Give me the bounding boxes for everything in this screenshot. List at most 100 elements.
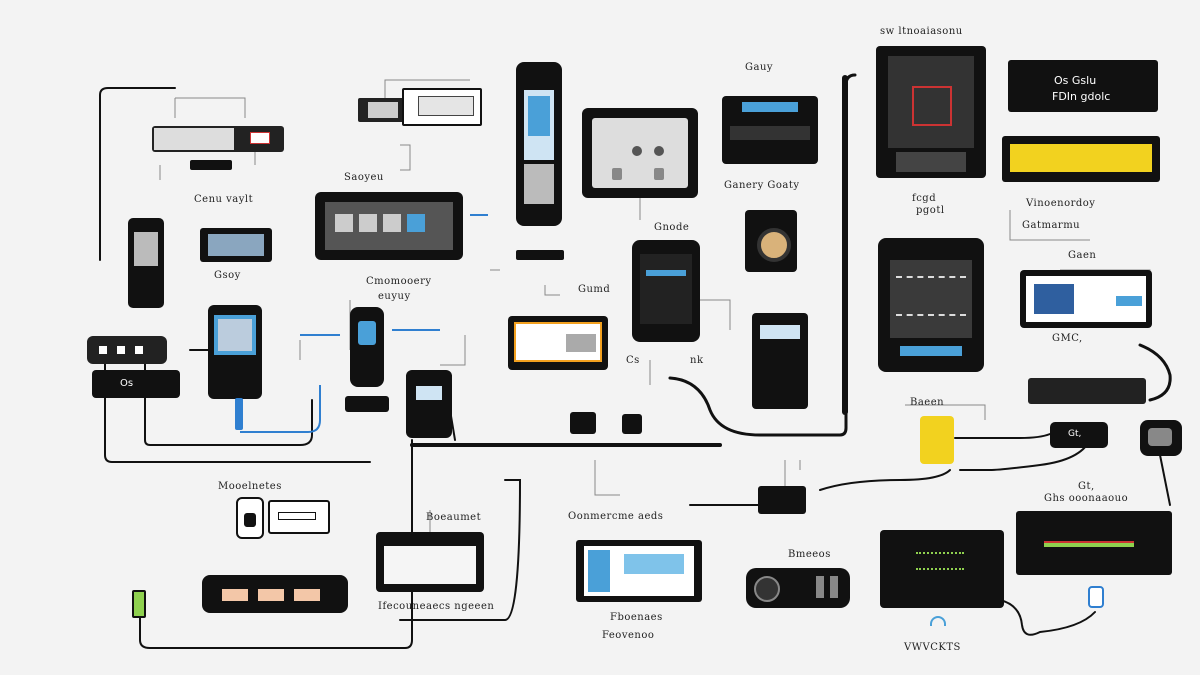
screen-strip — [646, 270, 686, 276]
usb-drive — [236, 497, 264, 539]
rugged-tablet — [878, 238, 984, 372]
label-gnode: Gnode — [654, 222, 690, 233]
leader-line — [905, 404, 986, 420]
button-icon — [610, 146, 620, 156]
app-icon — [359, 214, 377, 232]
leader-line — [544, 285, 560, 296]
printer-tray — [742, 102, 798, 112]
wire — [959, 439, 1091, 471]
label-mooelnetes: Mooelnetes — [218, 481, 282, 492]
screen-sidebar — [588, 550, 610, 592]
wire — [99, 87, 176, 261]
leader-line — [1009, 210, 1090, 241]
label-cenu-vaylt: Cenu vaylt — [194, 194, 254, 205]
rugged-tablet-screen — [890, 260, 972, 338]
tablet-top — [582, 108, 698, 198]
monitor-text-box: Os Gslu FDIn gdolc — [1008, 60, 1158, 112]
power-adapter: Gt, — [1050, 422, 1108, 448]
tower-cable — [842, 75, 848, 415]
power-strip — [202, 575, 348, 613]
meter-bar — [1044, 541, 1134, 547]
label-gmc: GMC, — [1052, 333, 1083, 344]
center-phone — [350, 307, 384, 387]
crt-base — [896, 152, 966, 172]
leader-line — [784, 460, 801, 490]
webcam — [1140, 420, 1182, 456]
center-handheld-screen — [416, 386, 442, 400]
battery-pack — [132, 590, 146, 618]
label-top-title: sw ltnoaiasonu — [880, 26, 963, 37]
label-gaen-sub — [522, 384, 562, 385]
label-baeen: Baeen — [910, 397, 945, 408]
router-device — [358, 98, 404, 122]
leader-line — [700, 299, 731, 330]
switch-port — [250, 132, 270, 144]
wide-tablet-screen — [325, 202, 453, 250]
handheld-screen — [214, 315, 256, 355]
screen-block — [1116, 296, 1142, 306]
label-saoyeu: Saoyeu — [344, 172, 384, 183]
card-reader — [268, 500, 330, 534]
console-button — [117, 346, 125, 354]
laptop-right-screen — [1026, 276, 1146, 322]
wire — [144, 359, 313, 446]
switch-panel — [154, 128, 234, 150]
label-feovenoo: Feovenoo — [602, 630, 655, 641]
key-row — [830, 576, 838, 598]
tall-phone-panel — [524, 164, 554, 204]
bottom-laptop-screen — [384, 546, 476, 584]
webcam-lens — [1148, 428, 1172, 446]
usb-contacts — [244, 513, 256, 527]
meter-display — [1016, 511, 1172, 575]
handheld-device — [208, 305, 262, 399]
server-led-text — [916, 552, 964, 570]
modem-box — [758, 486, 806, 514]
printer-device — [722, 96, 818, 164]
label-gt: Gt, — [1078, 481, 1095, 492]
small-phone — [128, 218, 164, 308]
small-display — [200, 228, 272, 262]
laptop-screen — [508, 316, 608, 370]
console-button — [135, 346, 143, 354]
screen-grid — [896, 276, 966, 316]
label-fcgd: fcgd — [912, 193, 937, 204]
screen-chart — [624, 554, 684, 574]
router-panel — [368, 102, 398, 118]
yellow-battery — [920, 416, 954, 464]
tablet-buttons — [900, 346, 962, 356]
wire — [819, 469, 951, 491]
outlet — [258, 589, 284, 601]
printer-slot — [730, 126, 810, 140]
screen-block — [1034, 284, 1074, 314]
label-gaen: Gaen — [1068, 250, 1097, 261]
crt-screen — [888, 56, 974, 148]
router-screen — [418, 96, 474, 116]
label-boeaumet: Boeaumet — [426, 512, 482, 523]
crt-monitor — [876, 46, 986, 178]
outlet — [294, 589, 320, 601]
laptop-display — [514, 322, 602, 362]
leader-line — [174, 97, 246, 118]
label-gatmarmu: Gatmarmu — [1022, 220, 1081, 231]
app-icon — [407, 214, 425, 232]
button-icon — [612, 168, 622, 180]
center-phone-dock — [345, 396, 389, 412]
leader-line — [159, 150, 256, 180]
laptop-right — [1020, 270, 1152, 328]
wire-blue — [240, 385, 321, 433]
label-cs: Cs — [626, 355, 640, 366]
center-phone-screen — [358, 321, 376, 345]
dashboard-screen — [584, 546, 694, 596]
media-server — [880, 530, 1004, 608]
app-icon — [383, 214, 401, 232]
small-dongle — [622, 414, 642, 434]
label-ghs-ooonaaouo: Ghs ooonaaouo — [1044, 493, 1129, 504]
small-display-screen — [208, 234, 264, 256]
wire — [104, 339, 371, 463]
dark-smartphone — [632, 240, 700, 342]
label-ganery-goaty: Ganery Goaty — [724, 180, 800, 191]
stream-remote — [746, 568, 850, 608]
label-gumd: Gumd — [578, 284, 611, 295]
label-bmeeos: Bmeeos — [788, 549, 831, 560]
label-cmomooery: Cmomooery — [366, 276, 432, 287]
